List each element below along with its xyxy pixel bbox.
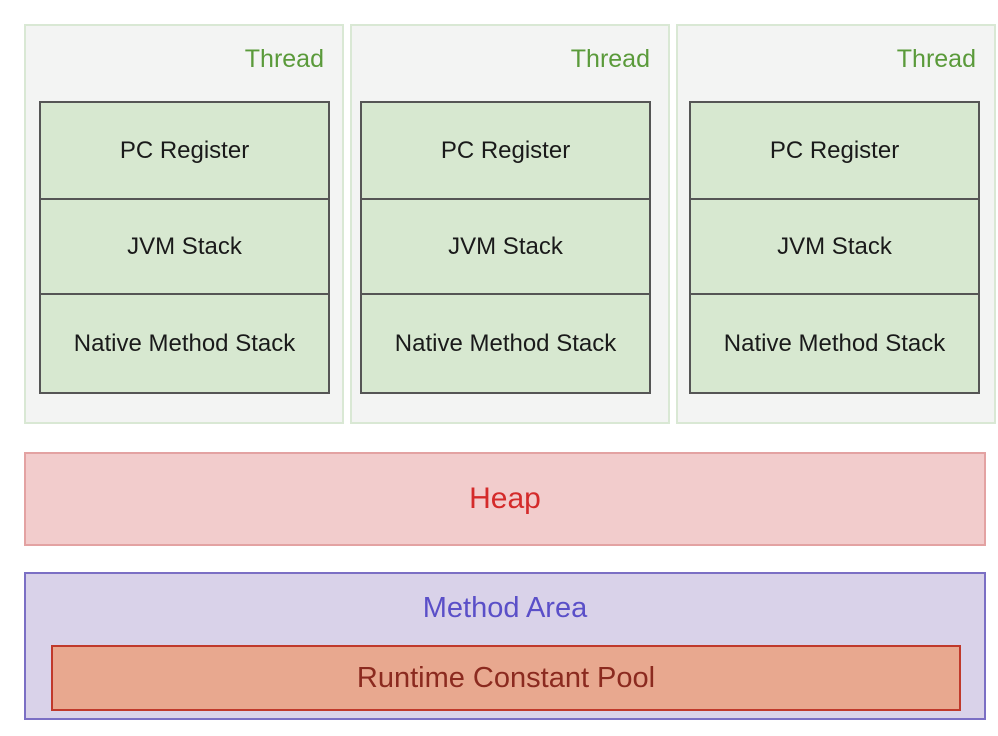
thread-label: Thread [244, 45, 324, 73]
jvm-stack-block: JVM Stack [691, 198, 978, 293]
jvm-stack-block: JVM Stack [362, 198, 649, 293]
method-area-label: Method Area [422, 592, 588, 624]
pc-register-block: PC Register [769, 136, 900, 164]
thread-box-2: Thread PC Register JVM Stack Native Meth… [350, 24, 670, 424]
thread-stack-group: PC Register JVM Stack Native Method Stac… [689, 101, 980, 394]
thread-stack-group: PC Register JVM Stack Native Method Stac… [39, 101, 330, 394]
pc-register-block: PC Register [440, 136, 571, 164]
method-area-block: Method Area Runtime Constant Pool [24, 572, 986, 720]
heap-block: Heap [24, 452, 986, 546]
thread-label: Thread [896, 45, 976, 73]
native-method-stack-block: Native Method Stack [41, 293, 328, 392]
thread-label: Thread [570, 45, 650, 73]
pc-register-block: PC Register [119, 136, 250, 164]
jvm-stack-block: JVM Stack [41, 198, 328, 293]
runtime-constant-pool-block: Runtime Constant Pool [51, 645, 961, 711]
thread-box-1: Thread PC Register JVM Stack Native Meth… [24, 24, 344, 424]
thread-box-3: Thread PC Register JVM Stack Native Meth… [676, 24, 996, 424]
native-method-stack-block: Native Method Stack [691, 293, 978, 392]
thread-stack-group: PC Register JVM Stack Native Method Stac… [360, 101, 651, 394]
native-method-stack-block: Native Method Stack [362, 293, 649, 392]
